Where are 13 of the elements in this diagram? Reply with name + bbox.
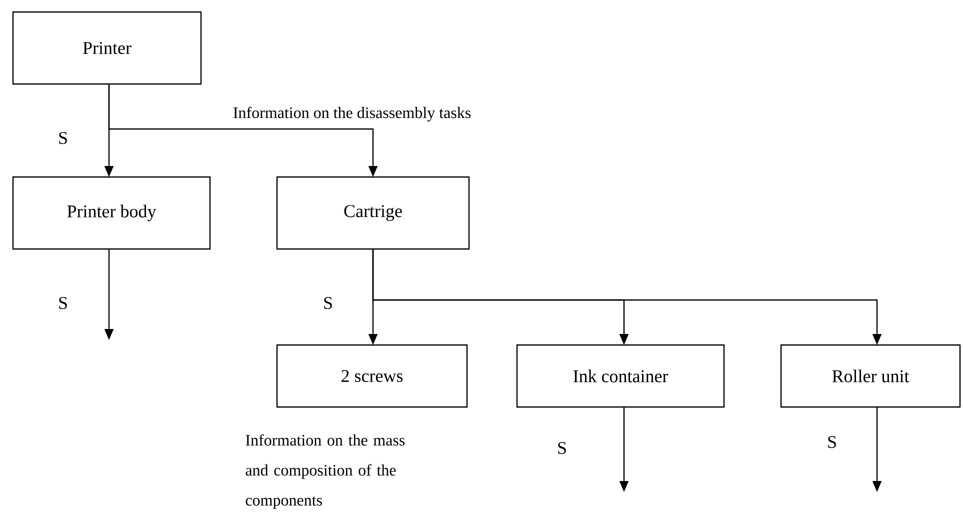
process-box: Ink container: [516, 344, 725, 408]
note-text: Information on the disassembly tasks: [234, 106, 471, 122]
note-text: Information on the mass and composition of the components: [246, 434, 405, 509]
edge-label: S: [322, 296, 334, 310]
process-box: 2 screws: [276, 344, 468, 408]
process-box: Cartrige: [276, 176, 470, 250]
edge-label: S: [57, 296, 69, 310]
edge-label: S: [826, 434, 838, 450]
process-box: Roller unit: [780, 344, 961, 408]
edge-label: S: [57, 130, 69, 146]
edge-label: S: [556, 440, 568, 456]
process-box: Printer body: [12, 176, 211, 250]
process-box: Printer: [12, 11, 202, 85]
